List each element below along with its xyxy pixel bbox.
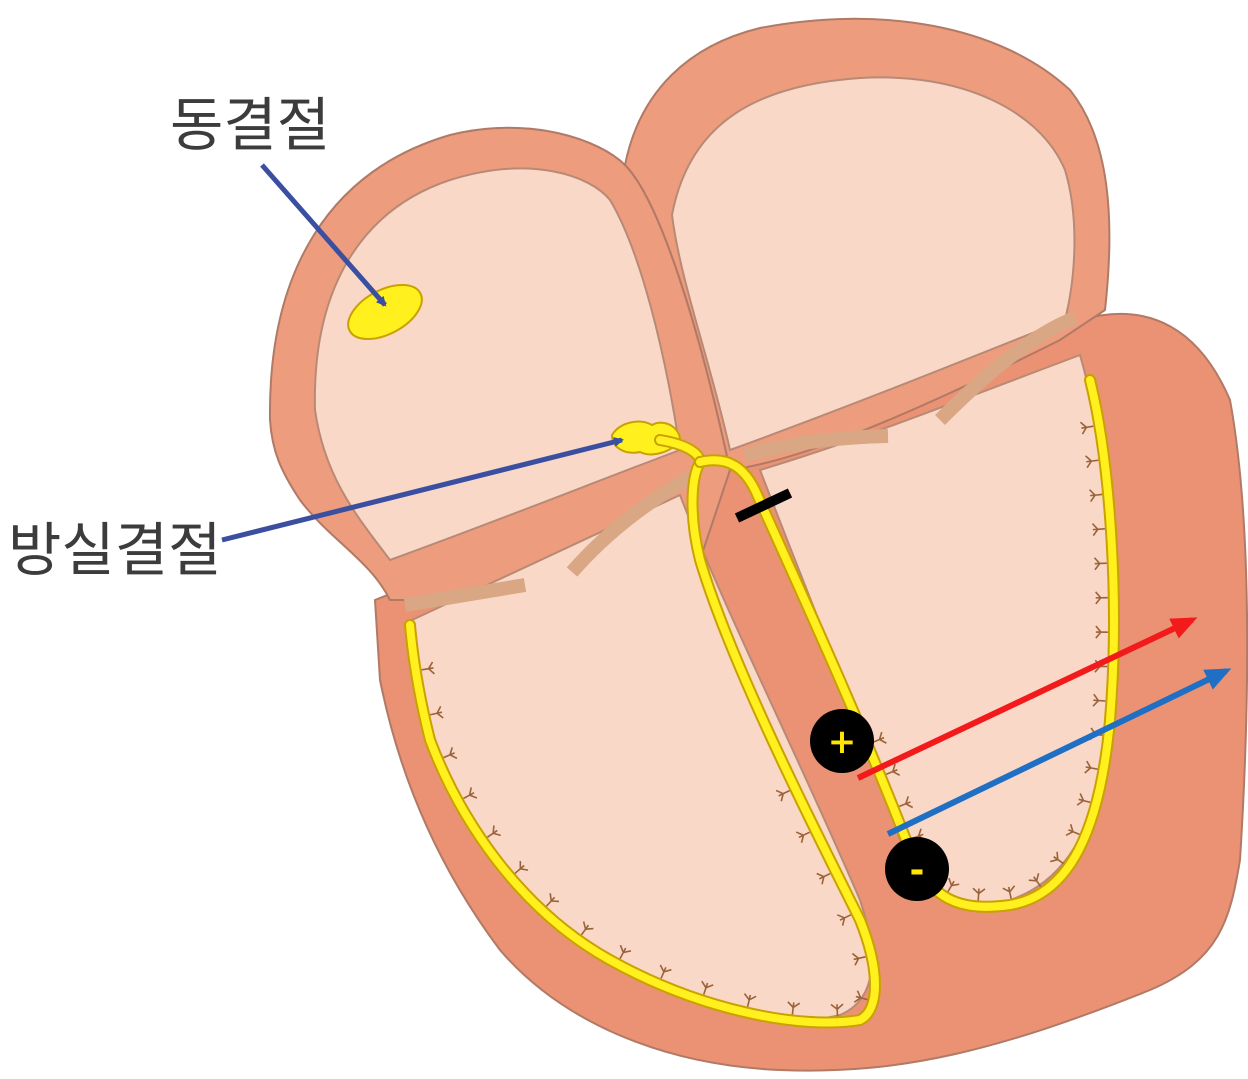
positive-electrode: +	[810, 709, 874, 773]
positive-sign: +	[828, 722, 857, 762]
negative-electrode: -	[885, 837, 949, 901]
av-node-label: 방실결절	[8, 516, 221, 584]
negative-sign: -	[910, 850, 925, 891]
sa-node-label: 동결절	[170, 91, 330, 159]
